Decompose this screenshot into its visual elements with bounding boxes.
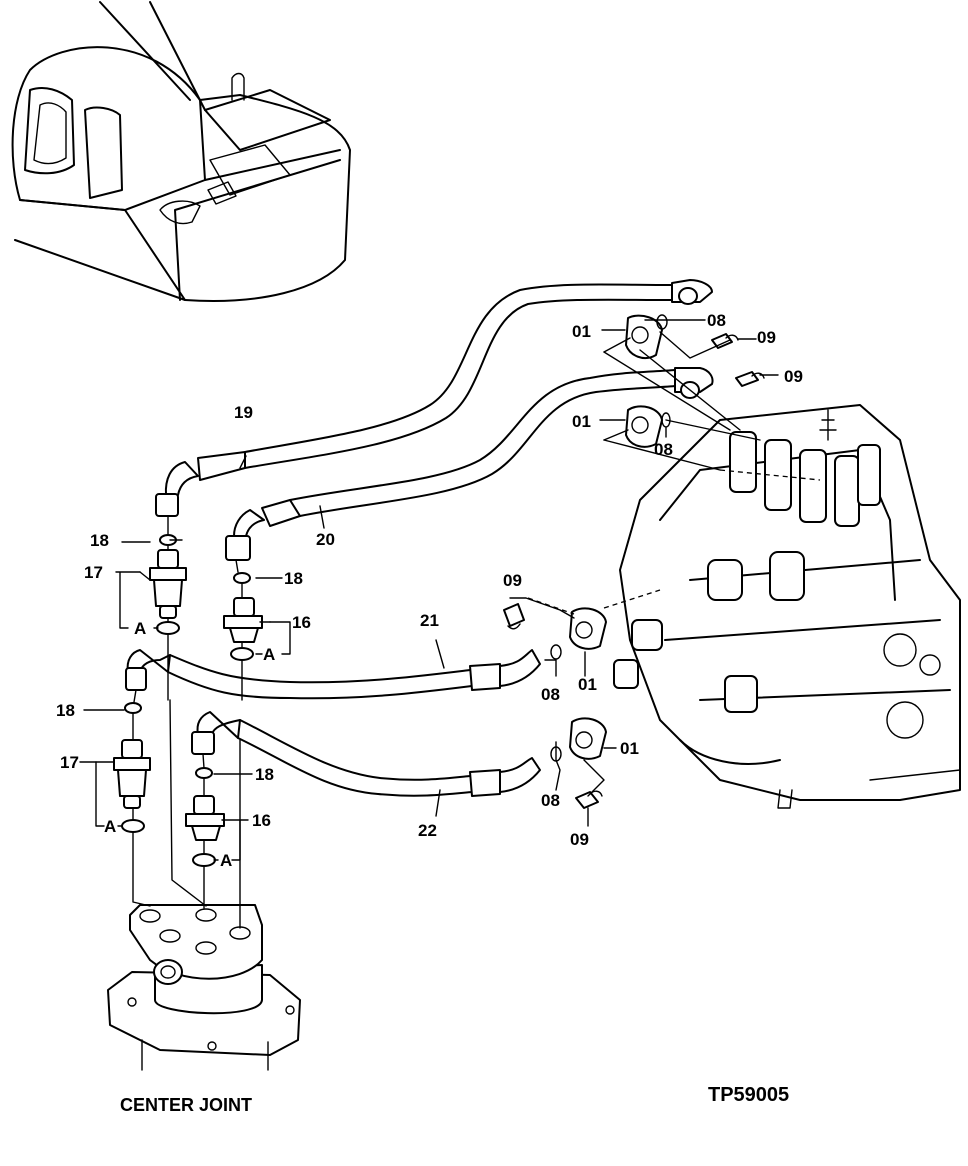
callout-09-b: 09: [784, 367, 803, 386]
callout-17-b: 17: [60, 753, 79, 772]
fitting-17-upper: [149, 534, 187, 635]
fitting-17-lower: [113, 702, 151, 833]
fitting-16-lower: [185, 767, 225, 867]
callout-18-c: 18: [56, 701, 75, 720]
callout-08-d: 08: [541, 791, 560, 810]
hose-20: [225, 367, 714, 561]
excavator-overview-drawing: [11, 1, 351, 302]
callout-01-c: 01: [578, 675, 597, 694]
callout-A-c: A: [104, 817, 116, 836]
flange-01-second: [625, 371, 765, 448]
callout-09-c: 09: [503, 571, 522, 590]
flange-01-third: [503, 603, 607, 660]
callout-labels: 01 08 09 09 01 08 19 20 18 17 A 18 16 A …: [56, 311, 803, 870]
callout-A-d: A: [220, 851, 232, 870]
callout-01-a: 01: [572, 322, 591, 341]
hose-21: [125, 649, 541, 700]
flange-01-upper: [625, 314, 739, 359]
callout-21: 21: [420, 611, 439, 630]
callout-18-a: 18: [90, 531, 109, 550]
callout-08-a: 08: [707, 311, 726, 330]
callout-A-b: A: [263, 645, 275, 664]
callout-08-b: 08: [654, 440, 673, 459]
leader-lines: [79, 319, 821, 929]
center-joint-label: CENTER JOINT: [120, 1095, 252, 1115]
callout-09-a: 09: [757, 328, 776, 347]
hose-19: [155, 279, 713, 517]
callout-22: 22: [418, 821, 437, 840]
fitting-16-upper: [223, 572, 263, 661]
callout-17-a: 17: [84, 563, 103, 582]
flange-01-lower: [550, 717, 607, 809]
callout-19: 19: [234, 403, 253, 422]
control-valve-drawing: [613, 404, 961, 809]
callout-01-b: 01: [572, 412, 591, 431]
callout-09-d: 09: [570, 830, 589, 849]
center-joint-drawing: [107, 904, 301, 1071]
callout-16-a: 16: [292, 613, 311, 632]
callout-18-b: 18: [284, 569, 303, 588]
callout-01-d: 01: [620, 739, 639, 758]
figure-id: TP59005: [708, 1084, 789, 1106]
callout-20: 20: [316, 530, 335, 549]
callout-A-a: A: [134, 619, 146, 638]
callout-08-c: 08: [541, 685, 560, 704]
hose-22: [191, 711, 541, 797]
callout-16-b: 16: [252, 811, 271, 830]
callout-18-d: 18: [255, 765, 274, 784]
